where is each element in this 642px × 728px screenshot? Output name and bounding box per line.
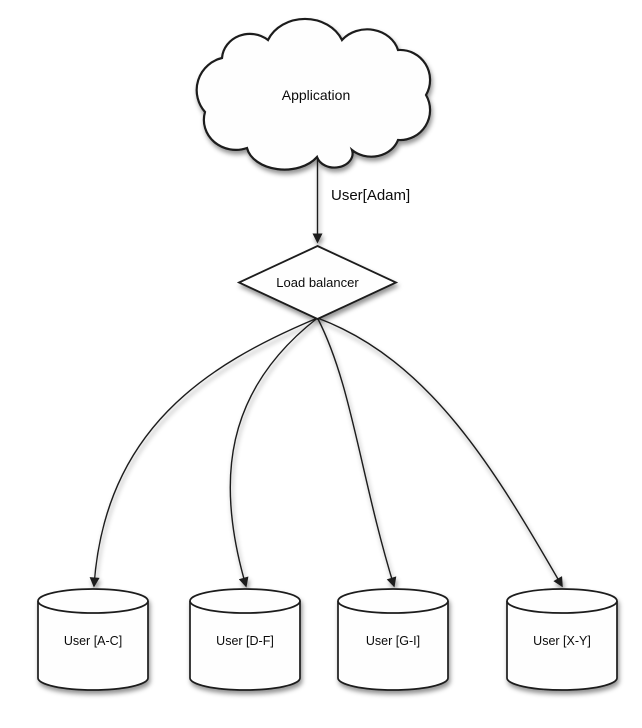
shard-cylinder-gi [337,588,449,691]
shard-cylinder-xy [506,588,618,691]
arrow-loadbalancer-to-shard-gi [316,317,397,588]
application-label: Application [282,87,351,103]
cylinder-body [337,601,449,691]
cylinder-body [506,601,618,691]
arrow-loadbalancer-to-shard-df [229,317,318,588]
load-balancer-diamond-shape [236,245,399,320]
cylinder-top [37,588,149,614]
shard-cylinder-ac [37,588,149,691]
arrow-loadbalancer-to-shard-ac [89,317,318,588]
cylinder-body [37,601,149,691]
cylinder-body [189,601,301,691]
cylinder-top [337,588,449,614]
shard-label-gi: User [G-I] [366,634,420,648]
load-balancer-label: Load balancer [276,275,359,290]
arrow-loadbalancer-to-shard-xy [317,317,563,588]
shard-label-xy: User [X-Y] [533,634,591,648]
cylinder-top [189,588,301,614]
shard-label-ac: User [A-C] [64,634,122,648]
application-cloud-shape [195,17,432,171]
cylinder-top [506,588,618,614]
request-flow-label: User[Adam] [331,187,410,204]
shard-label-df: User [D-F] [216,634,274,648]
shard-cylinder-df [189,588,301,691]
